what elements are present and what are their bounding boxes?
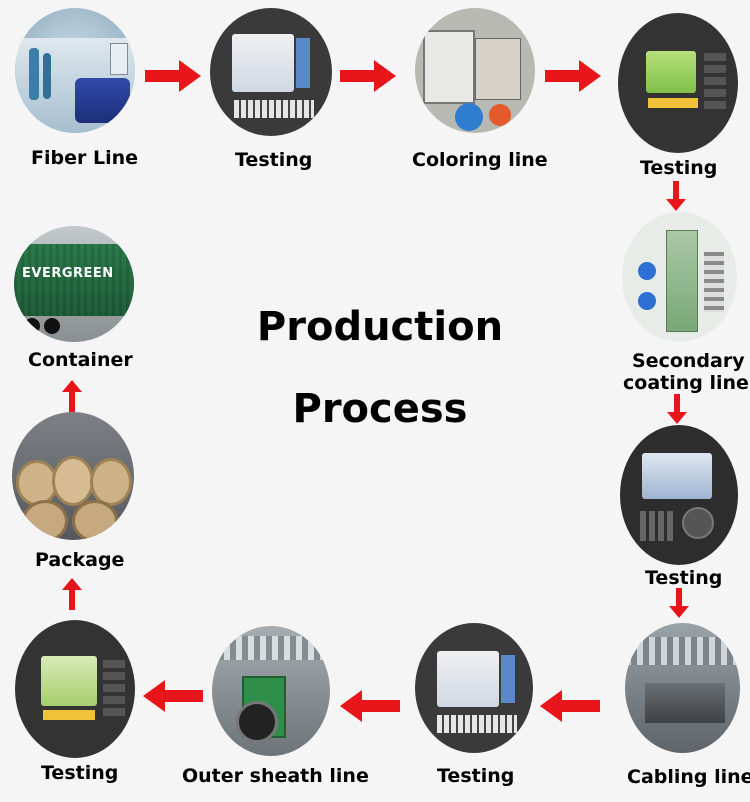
arrow-down-1 xyxy=(666,181,686,211)
step-label-secondary: Secondary xyxy=(632,350,745,372)
step-label-cabling-line: Cabling line xyxy=(627,766,750,788)
step-label-container: Container xyxy=(28,349,133,371)
title-line-2: Process xyxy=(292,386,468,432)
cabling-line-photo xyxy=(625,623,740,753)
step-label-package: Package xyxy=(35,549,125,571)
step-label-testing-1: Testing xyxy=(235,149,313,171)
testing-photo-1 xyxy=(210,8,332,136)
arrow-up-1 xyxy=(62,578,82,610)
step-label-testing-3: Testing xyxy=(645,567,723,589)
step-label-coloring-line: Coloring line xyxy=(412,149,548,171)
testing-photo-5 xyxy=(15,620,135,758)
secondary-coating-photo xyxy=(622,212,737,342)
container-logo-text: EVERGREEN xyxy=(22,266,114,281)
step-label-fiber-line: Fiber Line xyxy=(31,147,138,169)
arrow-right-3 xyxy=(545,60,601,92)
arrow-right-2 xyxy=(340,60,396,92)
outer-sheath-photo xyxy=(212,626,330,756)
arrow-up-2 xyxy=(62,380,82,412)
testing-photo-4 xyxy=(415,623,533,753)
step-label-testing-4: Testing xyxy=(437,765,515,787)
fiber-line-photo xyxy=(15,8,135,133)
step-label-testing-5: Testing xyxy=(41,762,119,784)
testing-photo-3 xyxy=(620,425,738,565)
testing-photo-2 xyxy=(618,13,738,153)
arrow-left-3 xyxy=(143,680,203,712)
package-photo xyxy=(12,412,134,540)
arrow-left-2 xyxy=(340,690,400,722)
step-label-outer-sheath-line: Outer sheath line xyxy=(182,765,369,787)
step-label-coating-line: coating line xyxy=(623,372,749,394)
arrow-down-2 xyxy=(667,394,687,424)
arrow-down-3 xyxy=(669,588,689,618)
coloring-line-photo xyxy=(415,8,535,133)
arrow-right-1 xyxy=(145,60,201,92)
title-line-1: Production xyxy=(256,304,504,350)
container-photo: EVERGREEN xyxy=(14,226,134,342)
arrow-left-1 xyxy=(540,690,600,722)
step-label-testing-2: Testing xyxy=(640,157,718,179)
